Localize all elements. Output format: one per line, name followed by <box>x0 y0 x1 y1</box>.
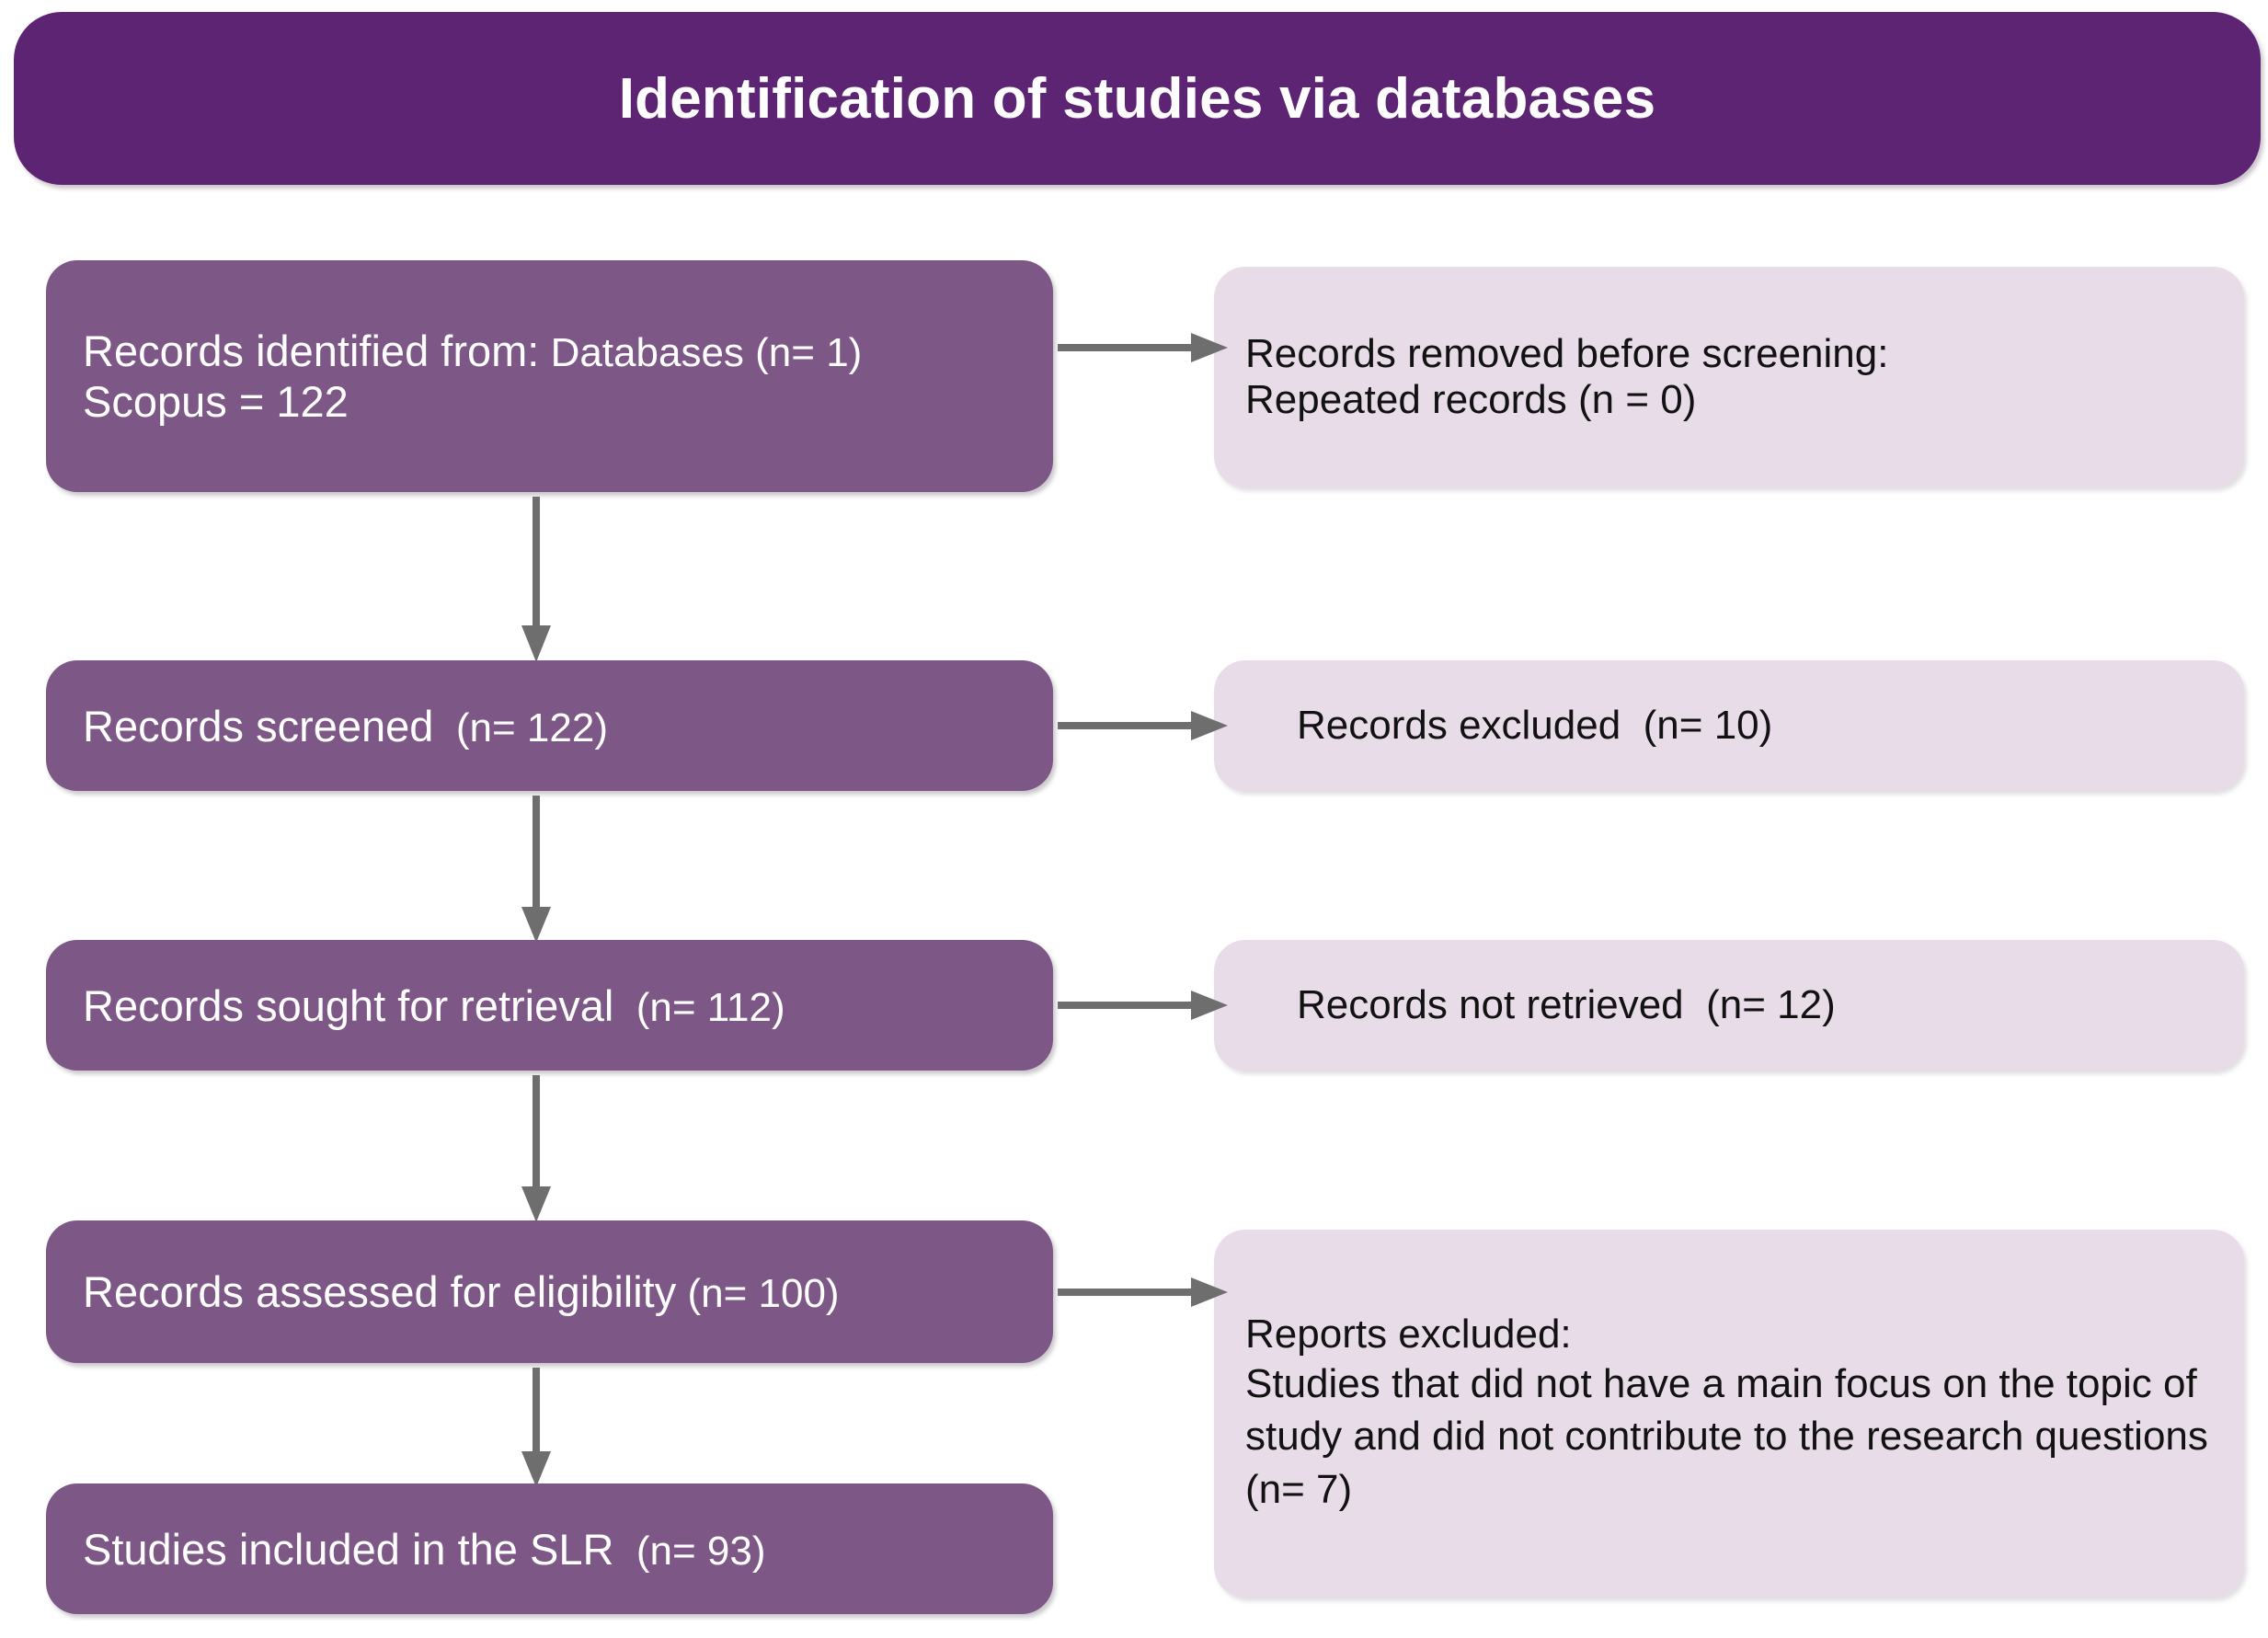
records-removed-heading: Records removed before screening: <box>1245 331 1889 376</box>
records-excluded-label: Records excluded <box>1297 703 1621 748</box>
studies-included-line: Studies included in the SLR (n= 93) <box>83 1524 1029 1575</box>
records-screened-count: (n= 122) <box>455 704 608 750</box>
studies-included-count: (n= 93) <box>636 1528 766 1574</box>
box-records-not-retrieved: Records not retrieved (n= 12) <box>1214 940 2244 1071</box>
arrow-down-icon <box>518 1075 555 1222</box>
box-records-sought-for-retrieval: Records sought for retrieval (n= 112) <box>46 940 1053 1071</box>
records-assessed-label: Records assessed for eligibility <box>83 1267 677 1316</box>
reports-excluded-reason: Studies that did not have a main focus o… <box>1245 1361 2208 1512</box>
box-records-identified: Records identified from: Databases (n= 1… <box>46 260 1053 492</box>
records-screened-line: Records screened (n= 122) <box>83 701 1029 751</box>
arrow-down-icon <box>518 497 555 662</box>
records-identified-source: Scopus = 122 <box>83 377 349 426</box>
box-records-excluded: Records excluded (n= 10) <box>1214 660 2244 791</box>
records-assessed-count: (n= 100) <box>687 1271 840 1316</box>
arrow-right-icon <box>1058 987 1228 1024</box>
records-identified-line: Records identified from: Databases (n= 1… <box>83 326 1029 376</box>
records-not-retrieved-count: (n= 12) <box>1706 982 1836 1027</box>
arrow-right-icon <box>1058 707 1228 744</box>
records-not-retrieved-label: Records not retrieved <box>1297 982 1684 1027</box>
arrow-right-icon <box>1058 1274 1228 1311</box>
box-reports-excluded: Reports excluded: Studies that did not h… <box>1214 1230 2244 1598</box>
records-excluded-line: Records excluded (n= 10) <box>1297 703 2220 749</box>
box-records-screened: Records screened (n= 122) <box>46 660 1053 791</box>
box-records-removed-before-screening: Records removed before screening: Repeat… <box>1214 267 2244 487</box>
box-records-assessed-for-eligibility: Records assessed for eligibility (n= 100… <box>46 1220 1053 1363</box>
arrow-right-icon <box>1058 329 1228 366</box>
page-title: Identification of studies via databases <box>618 66 1656 131</box>
records-sought-line: Records sought for retrieval (n= 112) <box>83 980 1029 1031</box>
records-sought-count: (n= 112) <box>636 984 785 1030</box>
records-sought-label: Records sought for retrieval <box>83 980 614 1030</box>
diagram-header-banner: Identification of studies via databases <box>14 12 2261 185</box>
records-identified-databases-label: Databases <box>550 330 744 375</box>
box-studies-included: Studies included in the SLR (n= 93) <box>46 1483 1053 1614</box>
arrow-down-icon <box>518 1368 555 1487</box>
records-identified-label: Records identified from: <box>83 326 540 375</box>
studies-included-label: Studies included in the SLR <box>83 1524 614 1574</box>
reports-excluded-heading: Reports excluded: <box>1245 1312 1572 1357</box>
records-assessed-line: Records assessed for eligibility (n= 100… <box>83 1266 1029 1317</box>
records-screened-label: Records screened <box>83 701 434 750</box>
records-not-retrieved-line: Records not retrieved (n= 12) <box>1297 982 2220 1028</box>
records-excluded-count: (n= 10) <box>1643 703 1773 748</box>
records-removed-repeated: Repeated records (n = 0) <box>1245 377 1697 422</box>
records-identified-databases-count: (n= 1) <box>755 330 863 375</box>
arrow-down-icon <box>518 796 555 943</box>
